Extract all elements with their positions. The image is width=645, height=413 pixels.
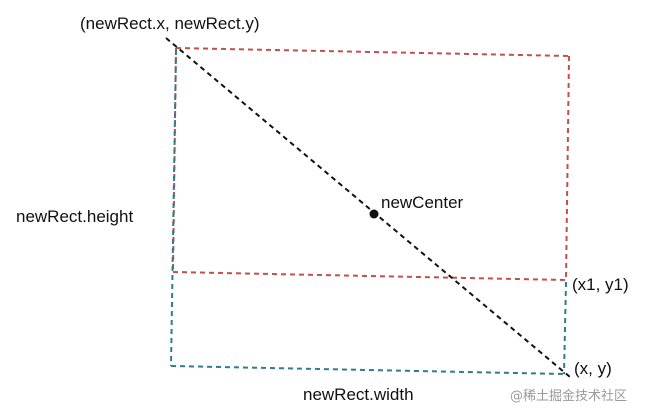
- label-x-y: (x, y): [574, 359, 612, 378]
- label-x1-y1: (x1, y1): [572, 275, 629, 294]
- center-point: [369, 209, 379, 219]
- watermark: @稀土掘金技术社区: [510, 388, 627, 404]
- label-height: newRect.height: [16, 207, 133, 226]
- teal-rect-left-edge: [170, 49, 177, 367]
- teal-rect-right-edge: [563, 281, 567, 375]
- red-rect-right-edge: [565, 55, 570, 281]
- teal-dashed-rect: [170, 49, 567, 375]
- teal-rect-bottom-edge: [170, 365, 565, 375]
- label-top-left: (newRect.x, newRect.y): [80, 14, 260, 33]
- label-width: newRect.width: [303, 385, 414, 404]
- red-rect-top-edge: [175, 47, 570, 57]
- red-dashed-rect: [172, 47, 570, 281]
- label-new-center: newCenter: [381, 193, 464, 212]
- red-rect-bottom-edge: [172, 271, 567, 281]
- diagonal-line: [165, 37, 571, 378]
